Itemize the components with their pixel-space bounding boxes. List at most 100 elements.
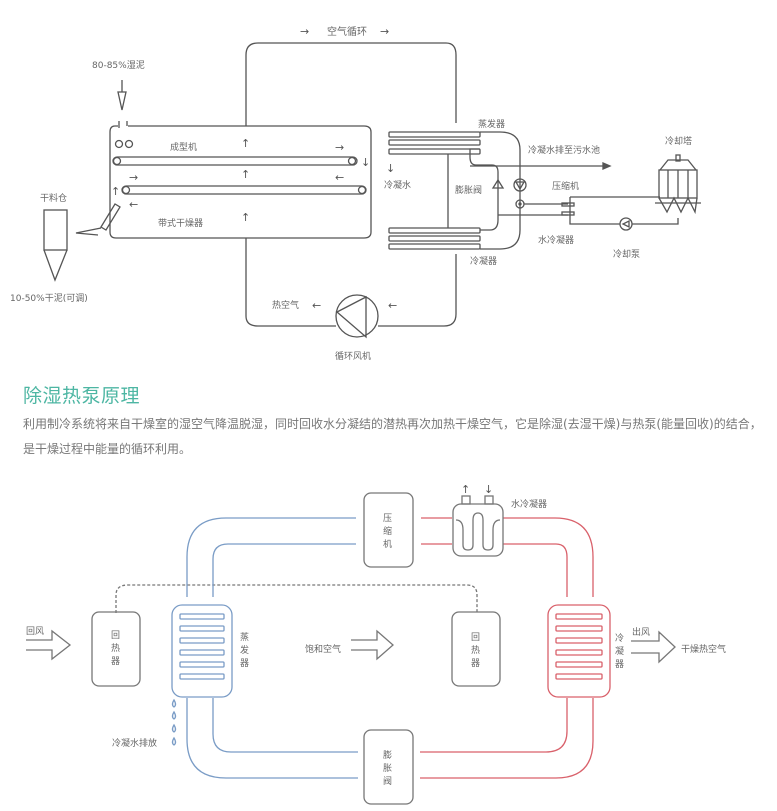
diagram2-labels: 回风 回 热 器 蒸 发 器 饱和空气 回 热 器 冷 凝 器 出风 干燥热空气… <box>26 483 726 787</box>
expansion-valve-box <box>363 729 414 805</box>
saturated-air-arrow-icon <box>351 629 394 661</box>
cooling-water-loop <box>569 196 660 225</box>
belt-arrow-left: ← <box>335 171 344 184</box>
upper-conveyor-belt <box>112 156 358 166</box>
recuperator-left-box <box>91 611 141 687</box>
condensate-label: 冷凝水 <box>384 179 411 191</box>
air-return-duct <box>378 254 457 327</box>
feed-roller-icon <box>114 139 124 149</box>
cooling-pump-icon <box>619 217 633 231</box>
belt-arrow-down: ↓ <box>361 156 370 169</box>
evaporator-unit <box>171 604 233 698</box>
svg-text:缩: 缩 <box>383 525 392 537</box>
svg-text:器: 器 <box>240 658 249 669</box>
dry-silo <box>43 209 68 251</box>
svg-text:凝: 凝 <box>615 646 624 657</box>
recuperator-right-box <box>451 611 501 687</box>
air-cycle-label: 空气循环 <box>327 25 367 38</box>
svg-text:蒸: 蒸 <box>240 631 249 643</box>
condensate-discharge-label: 冷凝水排放 <box>112 737 157 749</box>
air-cycle-arrow-left: → <box>300 25 309 38</box>
refrigerant-pump-icon <box>513 178 527 192</box>
water-condenser-label: 水冷凝器 <box>538 234 574 246</box>
water-condenser-label: 水冷凝器 <box>511 498 547 510</box>
airflow-arrow-up: ↑ <box>241 211 250 224</box>
belt-arrow-right: → <box>335 141 344 154</box>
sludge-drying-diagram <box>43 42 701 339</box>
discharge-chute <box>100 203 121 231</box>
return-air-arrow-icon <box>26 629 72 661</box>
water-condenser-coil <box>455 512 501 551</box>
condenser-unit <box>547 604 611 698</box>
water-droplet-icons <box>171 698 177 746</box>
expansion-valve-label: 膨 胀 阀 <box>383 749 392 787</box>
svg-text:发: 发 <box>240 644 249 656</box>
condensate-arrow-down: ↓ <box>386 162 395 175</box>
circulation-fan-icon <box>335 294 379 338</box>
dry-sludge-label: 10-50%干泥(可调) <box>10 293 88 304</box>
belt-dryer-label: 带式干燥器 <box>158 217 203 229</box>
inlet-arrow-icon <box>117 91 127 111</box>
expansion-valve-icon <box>491 178 505 189</box>
circulation-fan-label: 循环风机 <box>335 350 371 362</box>
feed-roller-icon <box>124 139 134 149</box>
evaporator-label: 蒸 发 器 <box>240 631 249 669</box>
svg-text:膨: 膨 <box>383 749 392 761</box>
svg-text:器: 器 <box>111 656 120 667</box>
section-title: 除湿热泵原理 <box>23 385 141 407</box>
cooling-tower-label: 冷却塔 <box>665 135 692 147</box>
return-air-label: 回风 <box>26 626 44 637</box>
airflow-arrow-up: ↑ <box>241 168 250 181</box>
heat-pump-diagram <box>26 492 676 805</box>
svg-text:胀: 胀 <box>383 763 392 774</box>
lower-conveyor-belt <box>121 185 367 195</box>
condensate-drain-label: 冷凝水排至污水池 <box>528 144 600 156</box>
svg-text:器: 器 <box>471 658 480 669</box>
cold-pipe-inner-top <box>212 543 356 597</box>
dry-hot-air-label: 干燥热空气 <box>681 643 726 655</box>
dry-silo-label: 干料仓 <box>40 192 67 204</box>
compressor-box <box>363 492 414 568</box>
hot-pipe-inner <box>503 543 568 597</box>
airflow-arrow-up: ↑ <box>241 137 250 150</box>
outlet-air-label: 出风 <box>632 626 650 638</box>
hot-pipe-outer <box>503 517 594 597</box>
saturated-air-label: 饱和空气 <box>305 643 341 655</box>
dryer-housing <box>109 125 372 239</box>
cooling-pump-label: 冷却泵 <box>613 248 640 260</box>
expansion-valve-label: 膨胀阀 <box>455 184 482 196</box>
evaporator-coil <box>388 131 481 155</box>
cold-pipe-outer-bottom <box>186 698 358 779</box>
water-condenser-box <box>452 503 504 557</box>
recuperator-right-label: 回 热 器 <box>471 632 480 669</box>
air-cycle-duct-top <box>245 42 457 126</box>
svg-text:回: 回 <box>471 632 480 643</box>
refrigerant-line-outer <box>480 131 521 250</box>
hot-air-label: 热空气 <box>272 299 299 311</box>
evaporator-label: 蒸发器 <box>478 118 505 130</box>
cooling-tower-icon <box>655 154 701 215</box>
belt-arrow-right: → <box>129 171 138 184</box>
svg-text:器: 器 <box>615 659 624 670</box>
return-air-arrow-left: ← <box>388 299 397 312</box>
hot-air-arrow-left: ← <box>312 299 321 312</box>
water-in-arrow: ↓ <box>484 483 493 496</box>
hot-pipe-inner-bottom <box>420 698 568 753</box>
diagram1-labels: → 空气循环 → 80-85%湿泥 成型机 带式干燥器 干料仓 10-50%干泥… <box>10 25 692 362</box>
svg-text:热: 热 <box>471 644 480 656</box>
condenser-coil <box>388 227 481 250</box>
cold-pipe-outer-top <box>186 517 356 597</box>
section-description: 利用制冷系统将来自干燥室的湿空气降温脱湿，同时回收水分凝结的潜热再次加热干燥空气… <box>23 417 762 456</box>
belt-arrow-left: ← <box>129 198 138 211</box>
water-condenser-coil <box>561 202 575 207</box>
compressor-label: 压缩机 <box>552 180 579 192</box>
condenser-label: 冷凝器 <box>470 255 497 267</box>
forming-machine-label: 成型机 <box>170 141 197 153</box>
outlet-air-arrow-icon <box>631 630 676 664</box>
air-cycle-duct-bottom <box>245 238 336 327</box>
svg-text:阀: 阀 <box>383 776 392 787</box>
svg-text:机: 机 <box>383 538 392 550</box>
air-cycle-arrow-right: → <box>380 25 389 38</box>
cold-pipe-inner-bottom <box>212 698 358 753</box>
